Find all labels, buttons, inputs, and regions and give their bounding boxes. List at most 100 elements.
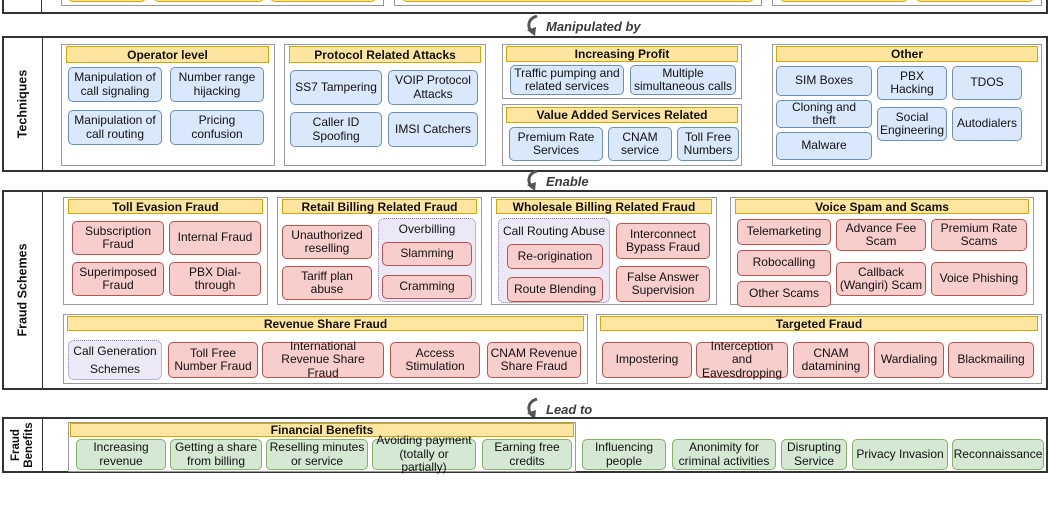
pbx-hacking: PBX Hacking — [877, 66, 947, 100]
arrow-lead-to: Lead to — [524, 398, 592, 420]
influencing-people: Influencing people — [582, 439, 666, 470]
sim-boxes: SIM Boxes — [776, 66, 872, 96]
cramming: Cramming — [382, 275, 472, 299]
increasing-revenue: Increasing revenue — [76, 439, 166, 470]
wardialing: Wardialing — [874, 342, 944, 378]
toll-free-numbers: Toll Free Numbers — [677, 127, 739, 161]
top-item-3 — [270, 0, 376, 2]
call-routing-abuse-label: Call Routing Abuse — [502, 223, 606, 238]
traffic-pumping: Traffic pumping and related services — [510, 65, 624, 95]
getting-share-from-billing: Getting a share from billing — [170, 439, 262, 470]
voice-spam-header: Voice Spam and Scams — [735, 199, 1029, 214]
reconnaissance: Reconnaissance — [952, 439, 1044, 470]
arrow-label-enable: Enable — [546, 173, 589, 189]
advance-fee-scam: Advance Fee Scam — [836, 219, 926, 251]
tariff-plan-abuse: Tariff plan abuse — [282, 266, 372, 300]
internal-fraud: Internal Fraud — [169, 221, 261, 255]
malware: Malware — [776, 132, 872, 160]
call-signaling-manipulation: Manipulation of call signaling — [68, 67, 162, 102]
pricing-confusion: Pricing confusion — [170, 110, 264, 145]
fraud-schemes-side-label: Fraud Schemes — [4, 192, 43, 388]
other-techniques-header: Other — [776, 46, 1038, 62]
top-group-2 — [394, 0, 762, 6]
caller-id-spoofing: Caller ID Spoofing — [290, 112, 382, 147]
premium-rate-scams: Premium Rate Scams — [931, 219, 1027, 251]
protocol-attacks-header: Protocol Related Attacks — [289, 46, 481, 63]
impostering: Impostering — [602, 342, 692, 378]
revenue-share-header: Revenue Share Fraud — [67, 316, 584, 331]
premium-rate-services: Premium Rate Services — [509, 127, 603, 161]
toll-evasion-header: Toll Evasion Fraud — [68, 199, 263, 214]
disrupting-service: Disrupting Service — [781, 439, 847, 470]
operator-level-group — [61, 44, 275, 166]
top-item-1 — [68, 0, 146, 2]
wholesale-billing-header: Wholesale Billing Related Fraud — [496, 199, 712, 214]
curved-arrow-icon — [527, 398, 538, 419]
re-origination: Re-origination — [507, 244, 603, 269]
interception-and-eavesdropping: Interception and Eavesdropping — [696, 339, 788, 380]
unauthorized-reselling: Unauthorized reselling — [282, 225, 372, 259]
autodialers: Autodialers — [952, 107, 1022, 141]
earning-free-credits: Earning free credits — [482, 439, 572, 470]
top-group-1 — [61, 0, 384, 6]
telemarketing: Telemarketing — [737, 219, 831, 245]
cnam-datamining: CNAM datamining — [793, 342, 869, 378]
social-engineering: Social Engineering — [877, 107, 947, 141]
targeted-fraud-header: Targeted Fraud — [600, 316, 1038, 331]
top-group-3 — [772, 0, 1042, 6]
international-revenue-share-fraud: International Revenue Share Fraud — [262, 339, 384, 380]
multiple-simultaneous-calls: Multiple simultaneous calls — [630, 65, 736, 95]
imsi-catchers: IMSI Catchers — [388, 112, 478, 147]
access-stimulation: Access Stimulation — [390, 342, 480, 378]
slamming: Slamming — [382, 242, 472, 266]
subscription-fraud: Subscription Fraud — [72, 221, 164, 255]
superimposed-fraud: Superimposed Fraud — [72, 262, 164, 296]
techniques-layer: Techniques Operator level Manipulation o… — [2, 36, 1048, 172]
call-routing-manipulation: Manipulation of call routing — [68, 110, 162, 145]
curved-arrow-icon — [527, 15, 538, 36]
cnam-service: CNAM service — [608, 127, 672, 161]
techniques-side-label: Techniques — [4, 38, 43, 170]
top-item-2: enforcement — [154, 0, 264, 2]
cloning-and-theft: Cloning and theft — [776, 100, 872, 128]
avoiding-payment: Avoiding payment (totally or partially) — [372, 434, 476, 474]
number-range-hijacking: Number range hijacking — [170, 67, 264, 102]
operator-level-header: Operator level — [66, 46, 269, 63]
overbilling-label: Overbilling — [398, 221, 456, 236]
ss7-tampering: SS7 Tampering — [290, 70, 382, 105]
top-item-4 — [402, 0, 754, 2]
fraud-schemes-layer: Fraud Schemes Toll Evasion Fraud Subscri… — [2, 190, 1048, 390]
pbx-dial-through: PBX Dial-through — [169, 262, 261, 296]
curved-arrow-icon — [527, 170, 538, 191]
voip-protocol-attacks: VOIP Protocol Attacks — [388, 70, 478, 105]
arrow-label-manipulated-by: Manipulated by — [546, 18, 641, 34]
arrow-label-lead-to: Lead to — [546, 401, 593, 417]
cnam-revenue-share-fraud: CNAM Revenue Share Fraud — [487, 342, 581, 378]
robocalling: Robocalling — [737, 250, 831, 276]
financial-benefits-header: Financial Benefits — [70, 423, 574, 437]
call-generation-schemes-label: Call Generation Schemes — [73, 344, 157, 376]
privacy-invasion: Privacy Invasion — [852, 439, 948, 470]
tdos: TDOS — [952, 66, 1022, 100]
top-item-5 — [780, 0, 908, 2]
top-layer-side — [4, 0, 42, 12]
call-generation-schemes — [68, 340, 162, 380]
voice-phishing: Voice Phishing — [931, 262, 1027, 296]
top-layer-partial: enforcement — [2, 0, 1048, 14]
toll-free-number-fraud: Toll Free Number Fraud — [168, 342, 258, 378]
interconnect-bypass-fraud: Interconnect Bypass Fraud — [616, 223, 710, 259]
top-item-6 — [916, 0, 1034, 2]
value-added-services-header: Value Added Services Related — [506, 107, 738, 123]
other-scams: Other Scams — [737, 281, 831, 307]
anonymity-for-criminal-activities: Anonimity for criminal activities — [672, 439, 776, 470]
retail-billing-header: Retail Billing Related Fraud — [282, 199, 477, 214]
blackmailing: Blackmailing — [948, 342, 1034, 378]
route-blending: Route Blending — [507, 277, 603, 302]
arrow-manipulated-by: Manipulated by — [524, 15, 641, 37]
arrow-enable: Enable — [524, 170, 589, 192]
reselling-minutes-or-service: Reselling minutes or service — [266, 439, 368, 470]
increasing-profit-header: Increasing Profit — [506, 46, 738, 62]
false-answer-supervision: False Answer Supervision — [616, 266, 710, 302]
